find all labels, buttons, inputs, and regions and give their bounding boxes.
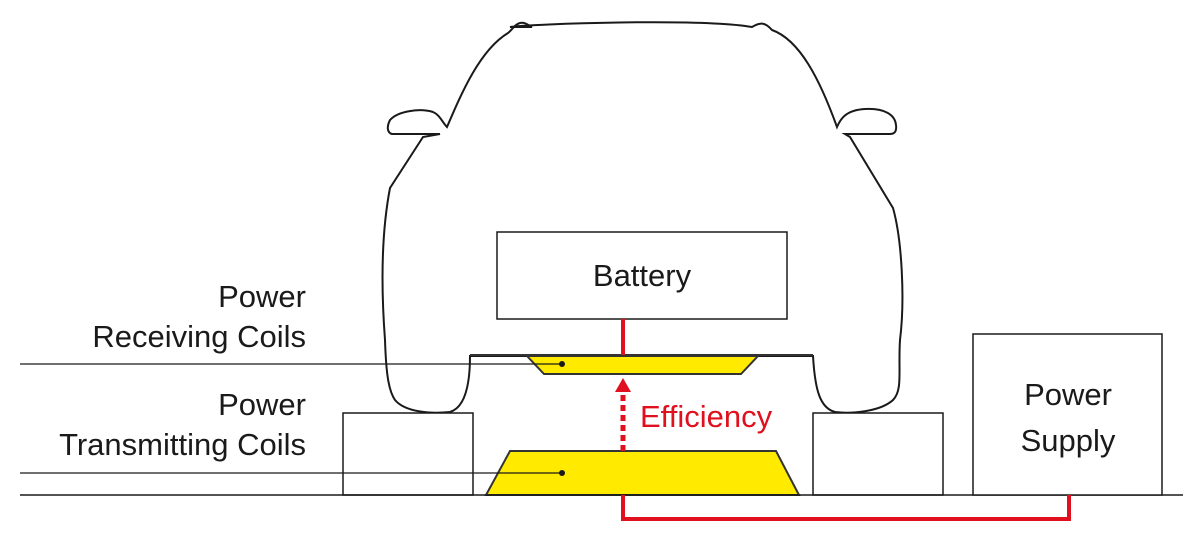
transmitting-label-line2: Transmitting Coils (59, 427, 306, 462)
transmitting-leader-dot (559, 470, 565, 476)
receiving-label-line2: Receiving Coils (92, 319, 306, 354)
receiving-label-line1: Power (218, 279, 306, 314)
power-supply-label-line2: Supply (1021, 423, 1116, 458)
left-wheel-stand (342, 412, 474, 496)
power-supply-box (972, 333, 1163, 496)
battery-box (496, 231, 788, 320)
supply-connection-line (621, 495, 1071, 521)
power-supply-label-line1: Power (1024, 377, 1112, 412)
receiving-leader-dot (559, 361, 565, 367)
receiving-coil (524, 355, 761, 375)
right-wheel-stand (812, 412, 944, 496)
battery-label: Battery (593, 258, 692, 293)
efficiency-label: Efficiency (640, 399, 773, 434)
efficiency-arrow-head-icon (615, 378, 631, 392)
transmitting-label-line1: Power (218, 387, 306, 422)
